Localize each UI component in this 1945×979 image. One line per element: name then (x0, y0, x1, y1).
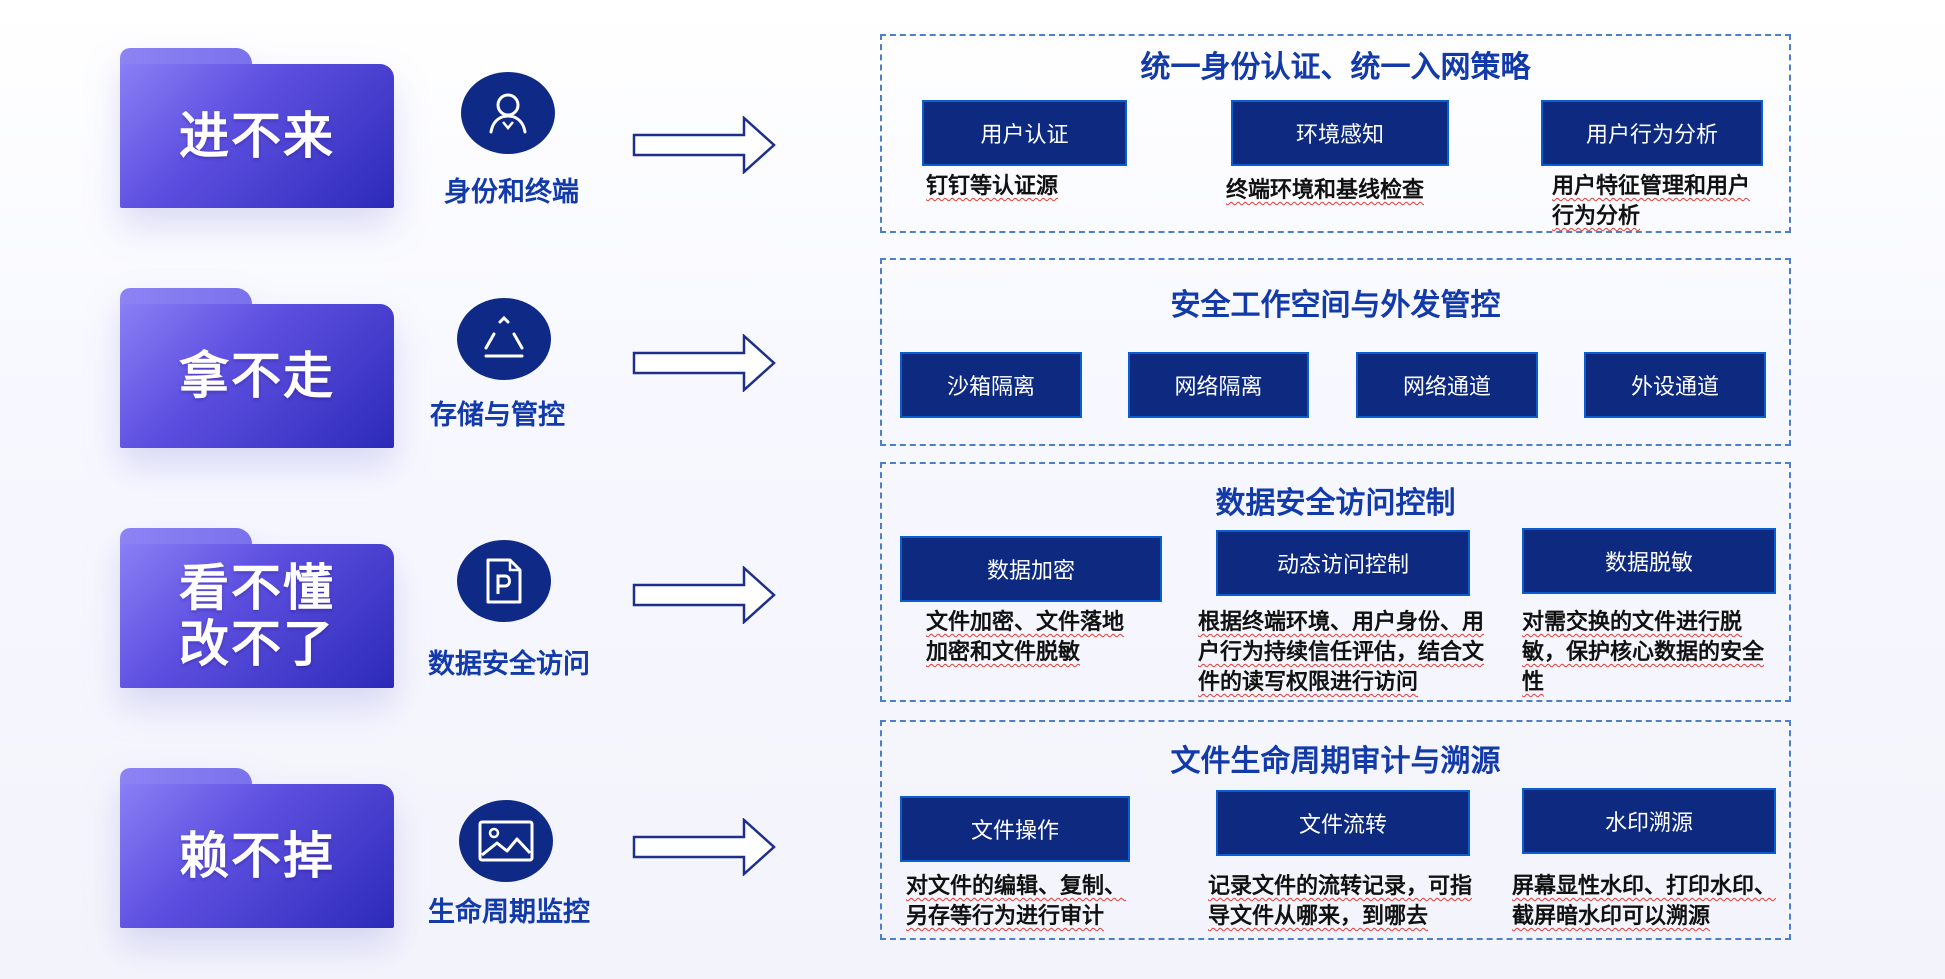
panel-title: 统一身份认证、统一入网策略 (1140, 50, 1531, 85)
icon-caption-row-3: 数据安全访问 (428, 649, 590, 680)
image-icon (459, 800, 553, 882)
desc-dynamic-access: 根据终端环境、用户身份、用户行为持续信任评估，结合文件的读写权限进行访问 (1198, 610, 1485, 695)
document-p-icon (457, 540, 551, 622)
folder-label: 赖不掉 (179, 827, 335, 885)
box-data-encryption: 数据加密 (900, 536, 1162, 602)
box-sandbox: 沙箱隔离 (900, 352, 1082, 418)
arrow-row-2 (632, 334, 776, 392)
box-network-isolation: 网络隔离 (1128, 352, 1309, 418)
desc-behavior-analysis: 用户特征管理和用户行为分析 (1552, 174, 1751, 229)
folder-label: 进不来 (179, 107, 335, 165)
user-icon (461, 72, 555, 154)
desc-file-operation: 对文件的编辑、复制、另存等行为进行审计 (906, 874, 1127, 929)
folder-body (120, 304, 394, 448)
panel-title: 数据安全访问控制 (1215, 486, 1456, 521)
box-user-auth: 用户认证 (922, 100, 1127, 166)
box-behavior-analysis: 用户行为分析 (1541, 100, 1763, 166)
recycle-triangle-icon (457, 298, 551, 380)
desc-data-masking: 对需交换的文件进行脱敏，保护核心数据的安全性 (1522, 610, 1765, 695)
arrow-row-3 (632, 566, 776, 624)
desc-file-flow: 记录文件的流转记录，可指导文件从哪来，到哪去 (1208, 874, 1473, 929)
box-file-flow: 文件流转 (1216, 790, 1470, 856)
box-env-sense: 环境感知 (1231, 100, 1449, 166)
arrow-row-1 (632, 116, 776, 174)
box-file-operation: 文件操作 (900, 796, 1130, 862)
box-watermark-trace: 水印溯源 (1522, 788, 1776, 854)
icon-caption-row-2: 存储与管控 (430, 400, 565, 431)
folder-tile-row-1: 进不来 (120, 48, 394, 208)
folder-body (120, 784, 394, 928)
icon-caption-row-1: 身份和终端 (444, 177, 579, 208)
folder-label: 拿不走 (179, 347, 335, 405)
panel-row-2: 安全工作空间与外发管控 沙箱隔离 网络隔离 网络通道 外设通道 (880, 258, 1791, 446)
folder-label: 看不懂 改不了 (179, 559, 335, 673)
box-dynamic-access: 动态访问控制 (1216, 530, 1470, 596)
panel-title: 文件生命周期审计与溯源 (1170, 744, 1501, 779)
desc-user-auth: 钉钉等认证源 (926, 174, 1059, 199)
folder-tile-row-3: 看不懂 改不了 (120, 528, 394, 688)
box-network-channel: 网络通道 (1356, 352, 1538, 418)
folder-body (120, 544, 394, 688)
desc-watermark-trace: 屏幕显性水印、打印水印、截屏暗水印可以溯源 (1512, 874, 1777, 929)
box-peripheral-channel: 外设通道 (1584, 352, 1766, 418)
arrow-row-4 (632, 818, 776, 876)
panel-title: 安全工作空间与外发管控 (1170, 288, 1501, 323)
icon-caption-row-4: 生命周期监控 (428, 897, 590, 928)
folder-tile-row-2: 拿不走 (120, 288, 394, 448)
folder-tile-row-4: 赖不掉 (120, 768, 394, 928)
folder-body (120, 64, 394, 208)
desc-env-sense: 终端环境和基线检查 (1226, 178, 1425, 203)
panel-row-1: 统一身份认证、统一入网策略 用户认证 环境感知 用户行为分析 钉钉等认证源 终端… (880, 34, 1791, 233)
panel-row-3: 数据安全访问控制 数据加密 动态访问控制 数据脱敏 文件加密、文件落地加密和文件… (880, 462, 1791, 702)
desc-data-encryption: 文件加密、文件落地加密和文件脱敏 (926, 610, 1125, 665)
box-data-masking: 数据脱敏 (1522, 528, 1776, 594)
panel-row-4: 文件生命周期审计与溯源 文件操作 文件流转 水印溯源 对文件的编辑、复制、另存等… (880, 720, 1791, 940)
